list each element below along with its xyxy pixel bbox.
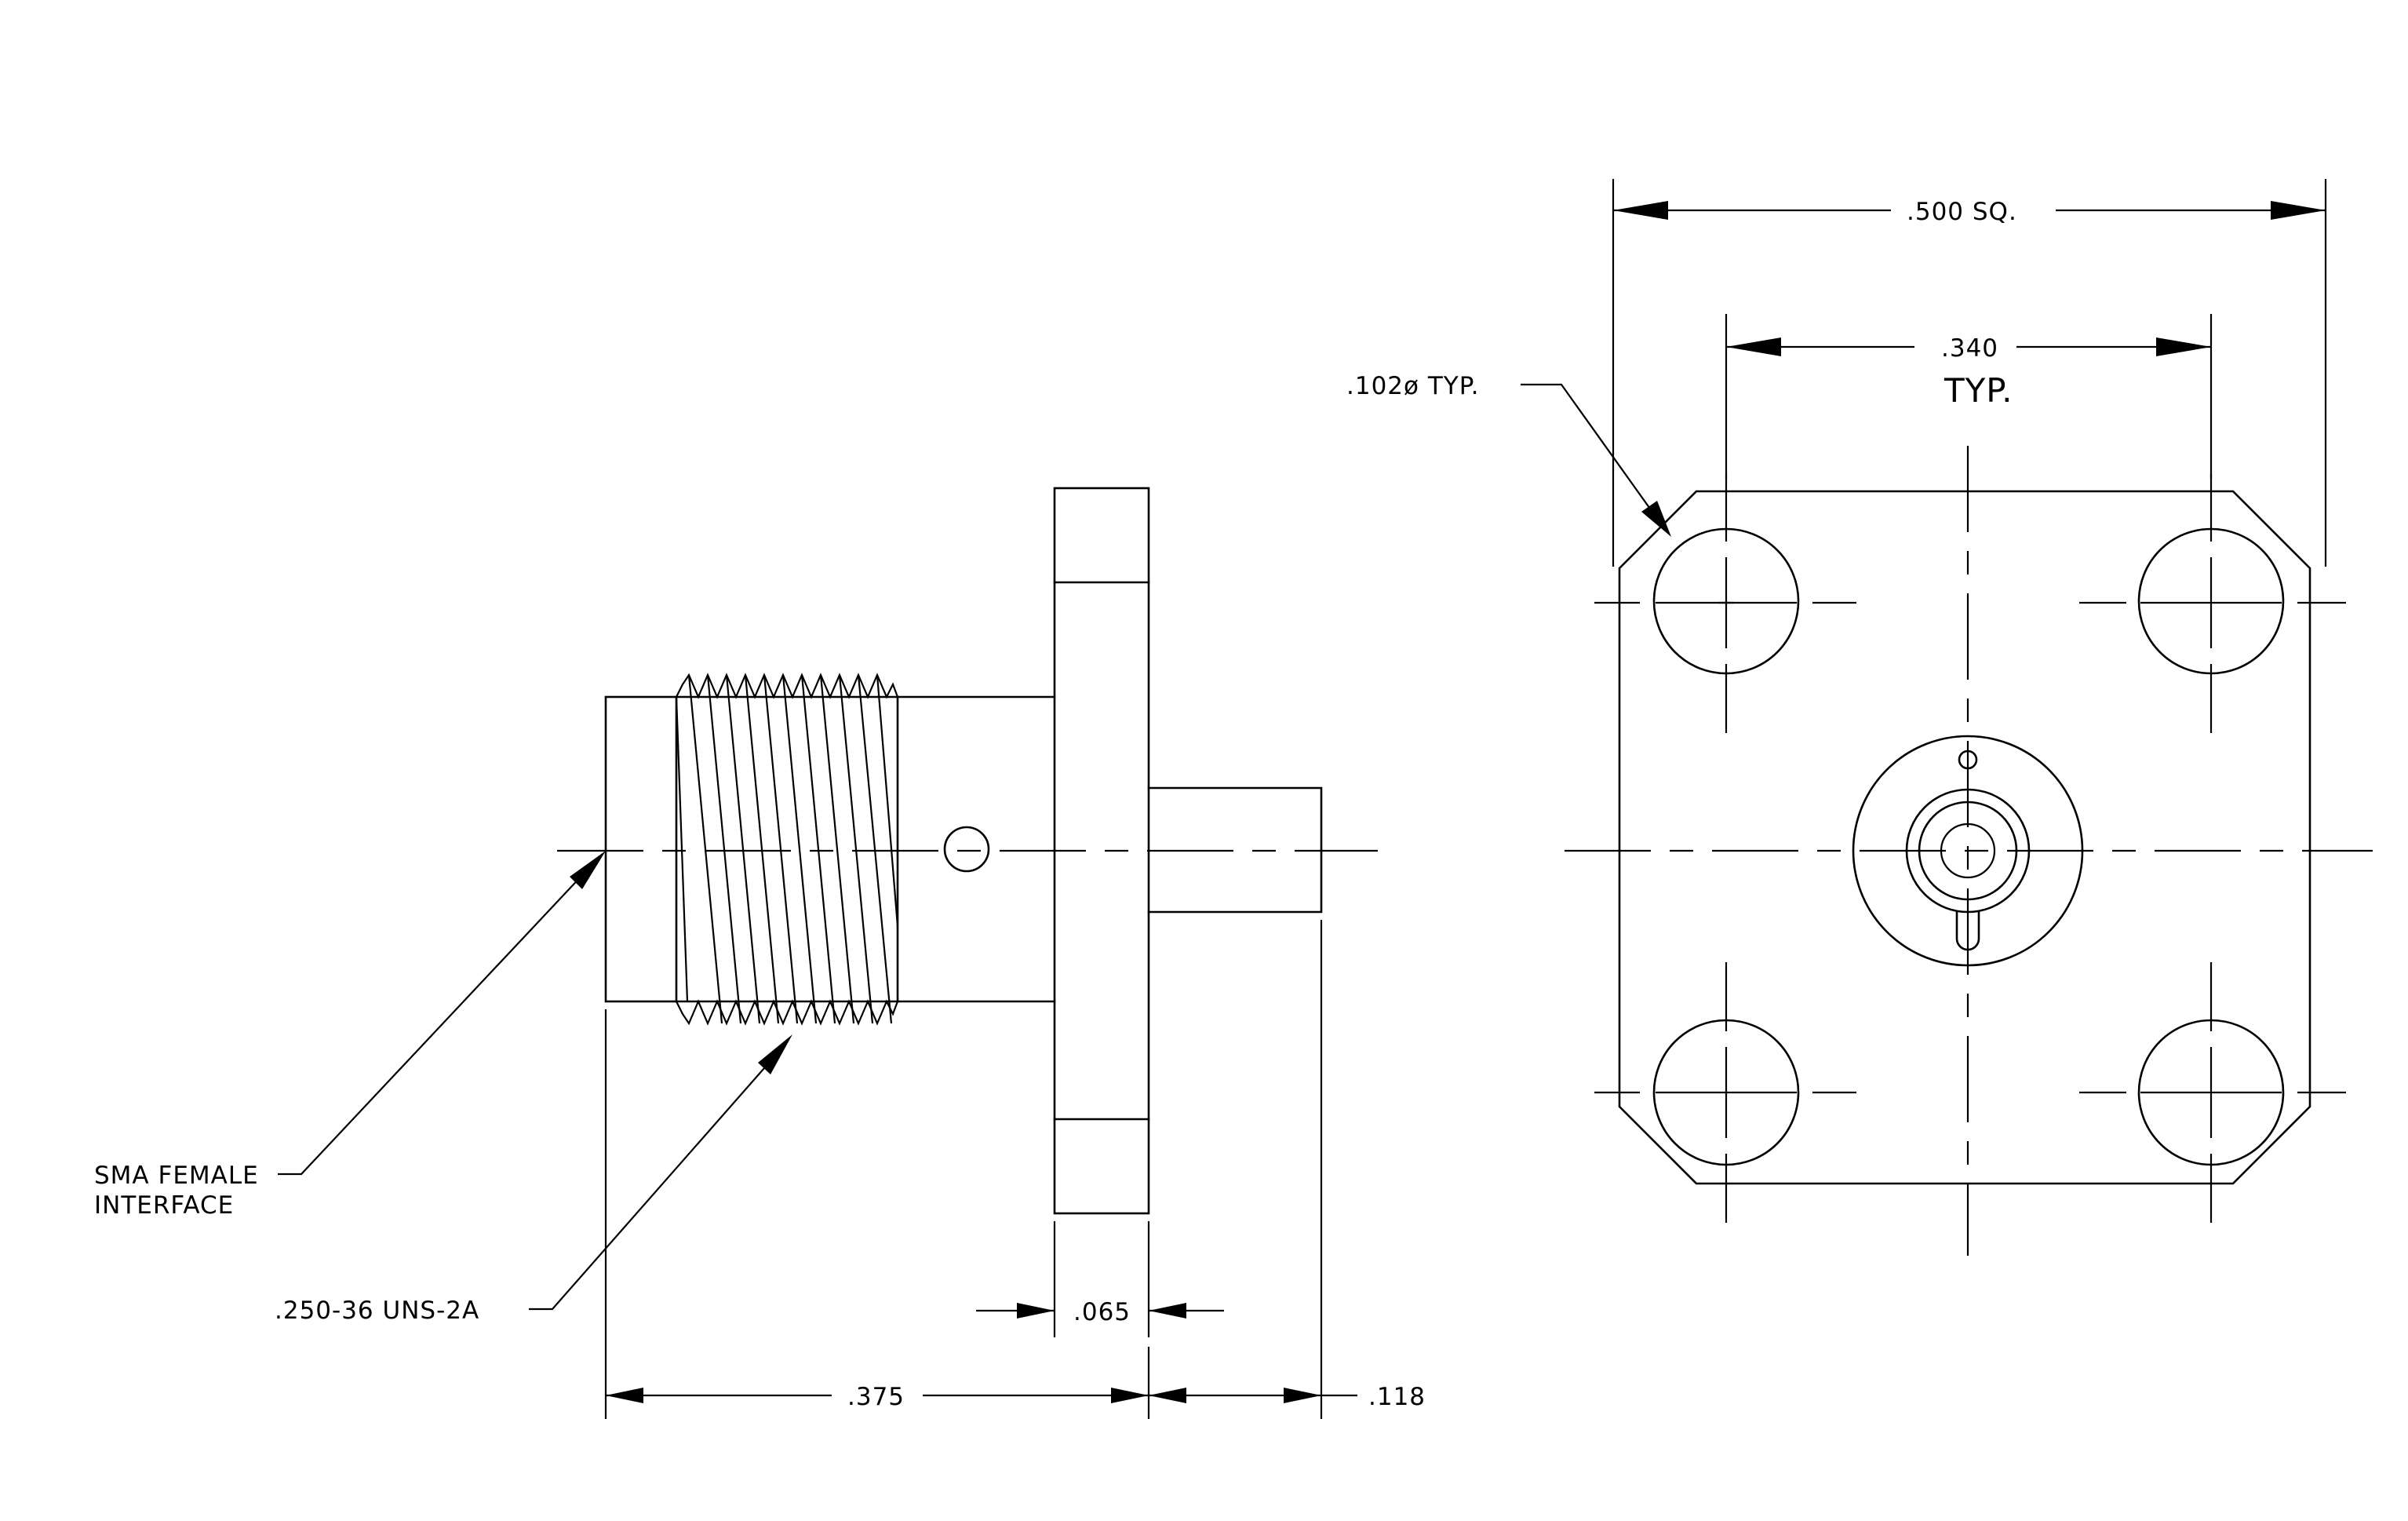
leader-hole-diameter (1521, 383, 1656, 517)
weep-hole (943, 826, 990, 873)
dim-flange-thickness (976, 1221, 1224, 1337)
front-view: .500 SQ. .340 TYP. .102ø TYP. (1346, 179, 2373, 1256)
side-view: SMA FEMALE INTERFACE .250-36 UNS-2A .065… (94, 487, 1426, 1419)
label-flange-thickness: .065 (1073, 1298, 1131, 1326)
flange-front (1618, 490, 2311, 1185)
label-pin-length: .118 (1368, 1383, 1426, 1411)
label-hole-spacing-typ: TYP. (1944, 371, 2013, 410)
leader-thread-spec (529, 1048, 782, 1311)
thread-helix (675, 674, 899, 1024)
dim-pin-length (1149, 920, 1357, 1419)
thread-crests-bottom (676, 999, 899, 1026)
dim-body-length (604, 1009, 1150, 1419)
connector-body (896, 695, 1056, 1003)
thread-crests-top (676, 673, 899, 699)
dim-flange-square (1612, 179, 2327, 567)
leader-sma-interface (278, 859, 597, 1176)
label-flange-square: .500 SQ. (1907, 198, 2017, 226)
label-sma-interface-2: INTERFACE (94, 1191, 234, 1220)
hole-centerlines (1594, 474, 2346, 1223)
thread-outline (675, 695, 899, 1003)
label-thread-spec: .250-36 UNS-2A (275, 1297, 479, 1325)
label-hole-diameter: .102ø TYP. (1346, 372, 1479, 400)
label-body-length: .375 (847, 1383, 905, 1411)
label-sma-interface-1: SMA FEMALE (94, 1162, 259, 1190)
label-hole-spacing: .340 (1941, 334, 1998, 363)
dim-hole-spacing (1725, 314, 2213, 479)
interface-ring (604, 695, 678, 1003)
